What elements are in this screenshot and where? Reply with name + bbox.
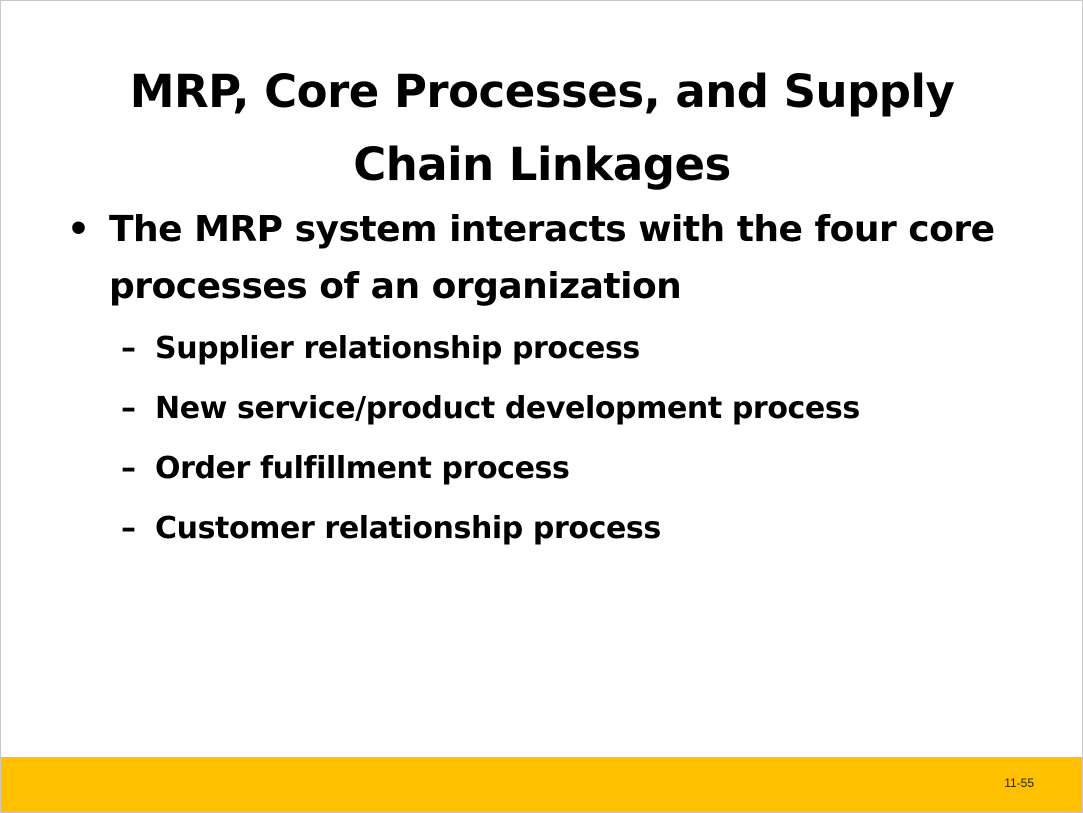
slide-title: MRP, Core Processes, and Supply Chain Li… [129, 65, 955, 191]
sub-bullet-text: New service/product development process [155, 391, 860, 426]
sub-bullet-text: Supplier relationship process [155, 331, 640, 366]
sub-bullet-item: –Supplier relationship process [121, 329, 640, 369]
bullet-dot-icon: • [67, 209, 90, 250]
main-bullet-text: The MRP system interacts with the four c… [109, 209, 995, 307]
footer-bar: 11-55 [1, 757, 1082, 812]
main-bullet-item: • The MRP system interacts with the four… [67, 201, 1027, 315]
sub-bullet-item: –New service/product development process [121, 389, 860, 429]
slide-number: 11-55 [1004, 776, 1034, 790]
dash-icon: – [121, 451, 136, 486]
sub-bullet-text: Order fulfillment process [155, 451, 570, 486]
sub-bullet-item: –Customer relationship process [121, 509, 661, 549]
dash-icon: – [121, 391, 136, 426]
dash-icon: – [121, 511, 136, 546]
sub-bullet-text: Customer relationship process [155, 511, 661, 546]
sub-bullet-item: –Order fulfillment process [121, 449, 570, 489]
dash-icon: – [121, 331, 136, 366]
